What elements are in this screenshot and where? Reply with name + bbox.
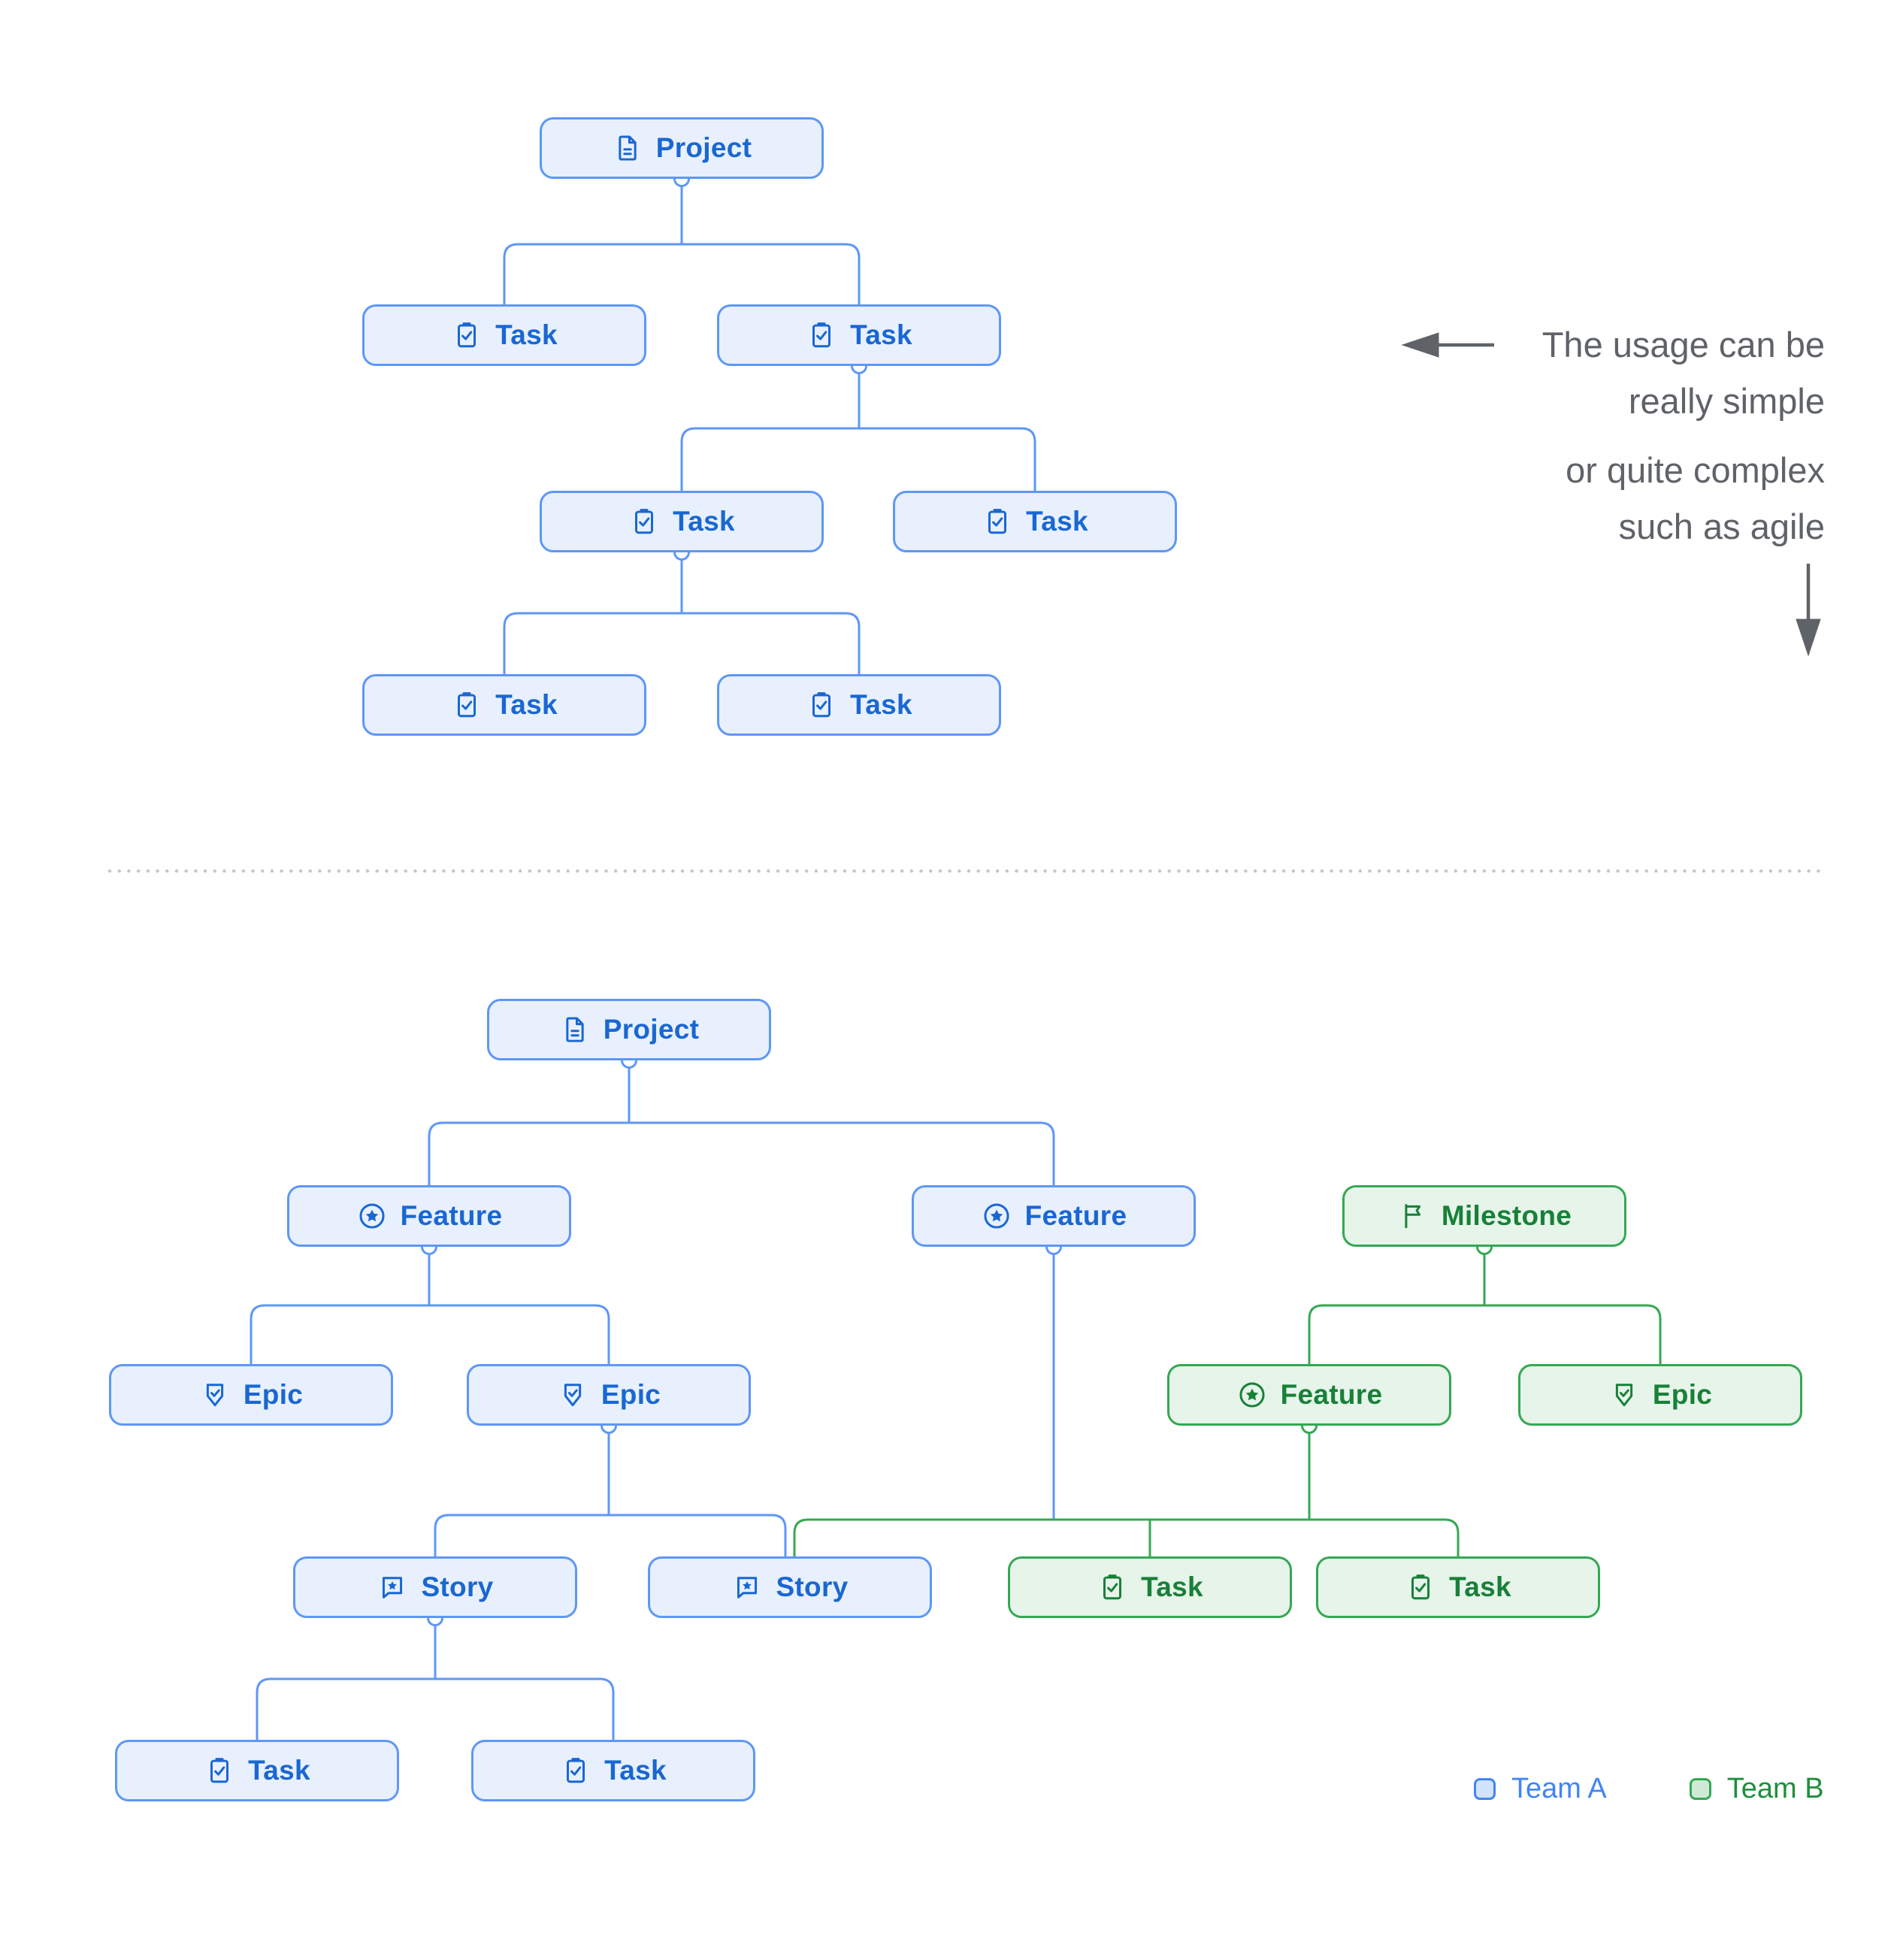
node-task-tb1: Task [115, 1740, 399, 1801]
node-label: Task [1449, 1571, 1511, 1602]
node-epic-er: Epic [467, 1364, 751, 1426]
node-story-sr: Story [648, 1556, 932, 1618]
node-project-p1: Project [540, 117, 824, 179]
feature-icon [356, 1200, 388, 1232]
down-arrow [1796, 564, 1821, 657]
node-label: Task [673, 506, 735, 537]
tree-connector [793, 1518, 1460, 1556]
tree-connector [256, 1677, 615, 1740]
node-label: Feature [400, 1200, 503, 1231]
node-label: Epic [1652, 1379, 1713, 1410]
epic-icon [557, 1379, 588, 1411]
task-icon [560, 1755, 591, 1786]
node-feature-fr: Feature [912, 1185, 1196, 1247]
node-label: Epic [601, 1379, 661, 1410]
annotation-line-4: such as agile [1618, 507, 1825, 546]
node-label: Task [850, 319, 912, 350]
node-label: Task [248, 1755, 310, 1786]
node-label: Project [655, 132, 752, 163]
node-label: Task [495, 689, 558, 720]
node-label: Task [604, 1755, 667, 1786]
task-icon [451, 319, 483, 351]
node-label: Task [495, 319, 558, 350]
node-label: Epic [243, 1379, 304, 1410]
node-task-tb2: Task [471, 1740, 755, 1801]
project-icon [612, 132, 643, 164]
team-a-swatch [1474, 1778, 1496, 1800]
task-icon [451, 689, 483, 721]
milestone-icon [1397, 1200, 1429, 1232]
story-icon [377, 1571, 408, 1603]
node-task-t1a: Task [362, 304, 646, 366]
tree-connector [680, 427, 1036, 491]
task-icon [204, 1755, 235, 1786]
team-a-label: Team A [1511, 1773, 1607, 1804]
tree-connector [1308, 1304, 1662, 1364]
team-b-label: Team B [1726, 1773, 1824, 1804]
annotation-line-1: The usage can be [1541, 325, 1825, 364]
tree-connector [503, 243, 861, 304]
legend: Team A Team B [1474, 1773, 1824, 1805]
node-label: Task [1141, 1571, 1203, 1602]
node-label: Story [776, 1571, 849, 1602]
node-label: Milestone [1441, 1200, 1572, 1231]
node-task-t3a: Task [362, 674, 646, 736]
task-icon [806, 689, 837, 721]
node-story-sl: Story [293, 1556, 577, 1618]
epic-icon [199, 1379, 231, 1411]
team-b-swatch [1689, 1778, 1711, 1800]
epic-icon [1608, 1379, 1640, 1411]
annotation-text: The usage can be really simple or quite … [1542, 316, 1825, 555]
node-task-t3b: Task [717, 674, 1001, 736]
node-epic-eg: Epic [1518, 1364, 1802, 1426]
node-label: Task [850, 689, 912, 720]
story-icon [731, 1571, 763, 1603]
node-label: Project [603, 1014, 700, 1045]
legend-item-team-a: Team A [1474, 1773, 1607, 1805]
tree-connector [250, 1304, 610, 1364]
node-label: Task [1026, 506, 1088, 537]
node-task-t2b: Task [893, 491, 1177, 552]
node-project-p2: Project [487, 999, 771, 1060]
task-icon [806, 319, 837, 351]
node-feature-fg: Feature [1167, 1364, 1451, 1426]
tree-connector [428, 1121, 1055, 1185]
task-icon [1097, 1571, 1128, 1603]
node-task-t2a: Task [540, 491, 824, 552]
project-icon [559, 1014, 591, 1045]
left-arrow [1401, 332, 1494, 358]
task-icon [982, 506, 1013, 537]
node-task-t1b: Task [717, 304, 1001, 366]
node-label: Feature [1280, 1379, 1383, 1410]
annotation-line-2: really simple [1628, 381, 1825, 421]
legend-item-team-b: Team B [1689, 1773, 1824, 1805]
node-task-tg1: Task [1008, 1556, 1292, 1618]
feature-icon [981, 1200, 1012, 1232]
feature-icon [1236, 1379, 1268, 1411]
annotation-line-3: or quite complex [1566, 450, 1825, 490]
node-milestone-ms: Milestone [1342, 1185, 1626, 1247]
node-feature-fl: Feature [287, 1185, 571, 1247]
task-icon [1405, 1571, 1436, 1603]
node-label: Feature [1024, 1200, 1127, 1231]
node-epic-el: Epic [109, 1364, 393, 1426]
node-label: Story [421, 1571, 494, 1602]
tree-connector [434, 1514, 787, 1556]
tree-connector [503, 612, 861, 674]
task-icon [628, 506, 660, 537]
node-task-tg2: Task [1316, 1556, 1600, 1618]
